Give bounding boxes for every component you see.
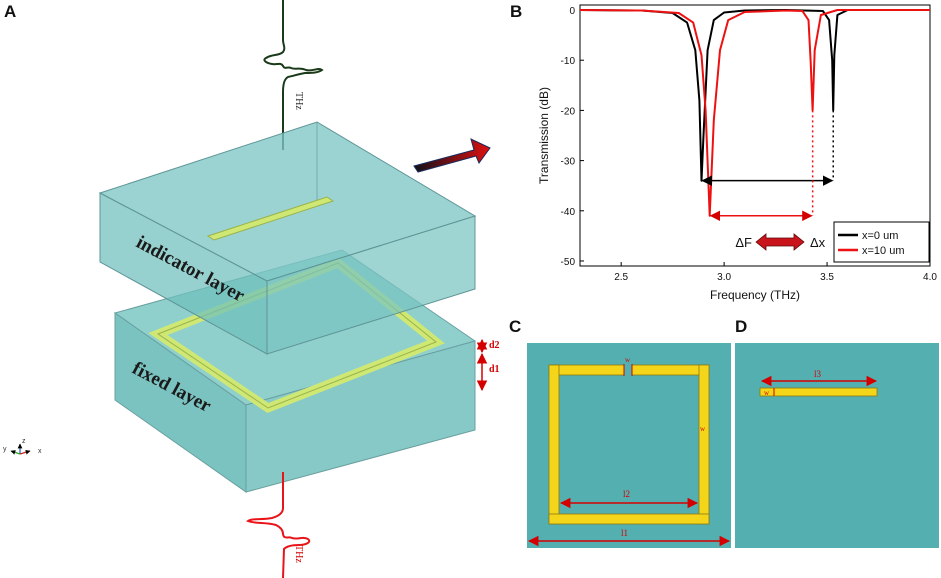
l2-label: l2 bbox=[623, 489, 630, 499]
ring-width-label: w bbox=[700, 425, 706, 433]
l1-label: l1 bbox=[621, 528, 628, 538]
coordinate-axes bbox=[10, 443, 31, 455]
legend-box bbox=[833, 221, 930, 263]
axis-x-label: x bbox=[38, 448, 42, 455]
panel-label-b: B bbox=[510, 2, 522, 21]
axis-y-label: y bbox=[3, 446, 7, 453]
panel-c: C w w l2 l1 bbox=[509, 317, 731, 548]
x-tick-label: 2.5 bbox=[614, 272, 628, 283]
d1-label: d1 bbox=[489, 364, 500, 375]
panel-a: A THz indicator layer fixed layer bbox=[3, 0, 500, 578]
legend-label: x=0 um bbox=[862, 230, 898, 242]
x-axis-label: Frequency (THz) bbox=[710, 288, 800, 302]
gap-label: w bbox=[625, 356, 631, 364]
axis-z-label: z bbox=[22, 438, 26, 445]
y-tick-label: -40 bbox=[561, 207, 576, 218]
y-tick-label: -20 bbox=[561, 106, 576, 117]
legend-label: x=10 um bbox=[862, 245, 905, 257]
bottom-thz-pulse bbox=[245, 472, 311, 578]
x-tick-label: 3.5 bbox=[820, 272, 834, 283]
y-axis-label: Transmission (dB) bbox=[537, 87, 551, 184]
bottom-thz-label: THz bbox=[293, 545, 304, 563]
panel-label-a: A bbox=[4, 2, 16, 21]
plot-frame bbox=[579, 4, 931, 267]
strip-resonator bbox=[759, 387, 878, 397]
y-tick-label: -30 bbox=[561, 157, 576, 168]
x-tick-label: 3.0 bbox=[717, 272, 731, 283]
delta-double-arrow bbox=[755, 233, 805, 251]
y-tick-label: -50 bbox=[561, 257, 576, 268]
substrate-d bbox=[735, 343, 939, 548]
panel-b: B 2.5 3.0 3.5 4.0 0 -10 -20 -30 -40 -50Frequency … bbox=[510, 2, 937, 302]
d2-label: d2 bbox=[489, 340, 500, 351]
top-thz-label: THz bbox=[293, 92, 304, 110]
split-ring-resonator bbox=[548, 364, 710, 525]
x-tick-label: 4.0 bbox=[923, 272, 937, 283]
y-tick-label: 0 bbox=[569, 6, 575, 17]
panel-label-c: C bbox=[509, 317, 521, 336]
strip-width-label: w bbox=[764, 389, 770, 397]
series-line-x0 bbox=[580, 9, 930, 182]
y-tick-label: -10 bbox=[561, 56, 576, 67]
gap-dimension bbox=[623, 364, 633, 376]
delta-x-label: Δx bbox=[810, 235, 826, 250]
panel-d: D l3 w bbox=[735, 317, 939, 548]
panel-label-d: D bbox=[735, 317, 747, 336]
top-thz-pulse bbox=[263, 0, 324, 150]
indicator-layer bbox=[98, 121, 477, 355]
series-line-x10 bbox=[580, 9, 930, 217]
l3-label: l3 bbox=[814, 369, 822, 379]
direction-arrow bbox=[413, 138, 491, 173]
delta-f-label: ΔF bbox=[735, 235, 752, 250]
